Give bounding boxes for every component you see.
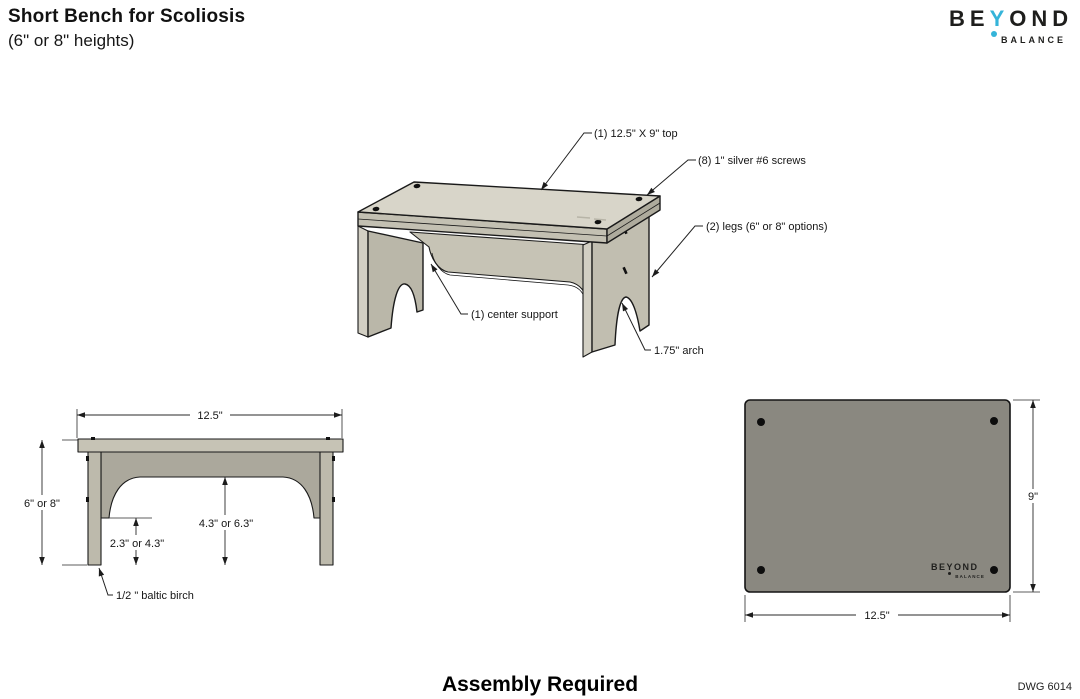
dim-arrow-icon xyxy=(745,612,753,618)
dim-top-depth: 9" xyxy=(1013,399,1043,593)
front-screw xyxy=(86,456,89,461)
logo-subtext: BALANCE xyxy=(1001,35,1066,45)
drawing-header: Short Bench for Scoliosis (6" or 8" heig… xyxy=(8,6,245,51)
drawing-number: DWG 6014 xyxy=(1018,681,1072,693)
front-center-support xyxy=(100,451,322,519)
callout-material: 1/2 " baltic birch xyxy=(98,567,194,602)
iso-screw xyxy=(635,196,643,202)
dim-front-width: 12.5" xyxy=(76,408,343,438)
top-view-screw xyxy=(990,566,998,574)
leader-legs xyxy=(651,225,703,278)
dim-arrow-icon xyxy=(77,412,85,418)
dim-arrow-icon xyxy=(1030,584,1036,592)
iso-leg-screw-mark xyxy=(622,266,628,275)
leader-top xyxy=(540,132,592,191)
front-screw xyxy=(326,437,330,440)
iso-view: (1) 12.5" X 9" top (8) 1" silver #6 scre… xyxy=(357,128,828,358)
dim-top-width-label: 12.5" xyxy=(864,610,889,622)
leader-arrow-icon xyxy=(652,269,660,277)
dim-front-height-label: 6" or 8" xyxy=(24,498,60,510)
leader-arrow-icon xyxy=(431,264,438,273)
dim-arrow-icon xyxy=(133,518,139,526)
iso-top-end-band-line xyxy=(606,202,661,237)
dim-arrow-icon xyxy=(133,557,139,565)
front-screw xyxy=(91,437,95,440)
footer: Assembly Required DWG 6014 xyxy=(442,673,1072,696)
dim-arrow-icon xyxy=(1002,612,1010,618)
top-view-plate xyxy=(744,399,1011,593)
iso-screw xyxy=(372,206,380,212)
dim-top-width: 12.5" xyxy=(744,595,1011,622)
callout-material-label: 1/2 " baltic birch xyxy=(116,590,194,602)
callout-center-support-label: (1) center support xyxy=(471,309,558,321)
front-screw xyxy=(332,497,335,502)
leader-screws xyxy=(646,159,696,196)
top-view-screw xyxy=(757,418,765,426)
engraving-wordmark: BEYOND xyxy=(931,562,979,572)
top-view-screw xyxy=(990,417,998,425)
front-left-leg xyxy=(87,451,102,566)
leader-arrow-icon xyxy=(647,187,655,195)
logo-svg: BEYOND BALANCE xyxy=(949,6,1072,45)
assembly-note: Assembly Required xyxy=(442,673,638,696)
leader-center-support xyxy=(430,263,468,315)
beyond-balance-logo: BEYOND BALANCE xyxy=(947,4,1072,55)
dim-arrow-icon xyxy=(334,412,342,418)
page-subtitle: (6" or 8" heights) xyxy=(8,31,135,50)
callout-arch-label: 1.75" arch xyxy=(654,345,704,357)
callout-top-label: (1) 12.5" X 9" top xyxy=(594,128,678,140)
iso-right-leg xyxy=(591,211,650,353)
front-top-board xyxy=(77,438,344,453)
iso-screw xyxy=(594,219,602,225)
page-title: Short Bench for Scoliosis xyxy=(8,6,246,27)
dim-arrow-icon xyxy=(39,557,45,565)
iso-left-leg-front-edge xyxy=(357,225,369,338)
iso-top-front-band-line xyxy=(357,218,608,237)
dim-arrow-icon xyxy=(222,557,228,565)
engraving-dot-icon xyxy=(948,572,951,575)
front-view: 12.5" 6" or 8" 4.3" or 6.3" 2.3" or 4.3 xyxy=(20,408,344,602)
callout-legs-label: (2) legs (6" or 8" options) xyxy=(706,221,828,233)
top-view: BEYOND BALANCE 9" 12.5" xyxy=(744,399,1043,622)
dim-arch-center-label: 4.3" or 6.3" xyxy=(199,518,253,530)
dim-arrow-icon xyxy=(39,440,45,448)
dim-front-height: 6" or 8" xyxy=(20,439,87,566)
dim-arch-end-label: 2.3" or 4.3" xyxy=(110,538,164,550)
front-screw xyxy=(332,456,335,461)
iso-center-support-thickness xyxy=(431,252,586,301)
dim-arch-end: 2.3" or 4.3" xyxy=(108,517,166,565)
leader-arrow-icon xyxy=(541,181,549,190)
leader-arch xyxy=(621,302,651,351)
leader-arrow-icon xyxy=(98,568,105,577)
iso-center-support xyxy=(409,231,593,304)
iso-callouts: (1) 12.5" X 9" top (8) 1" silver #6 scre… xyxy=(430,128,828,357)
logo-wordmark: BEYOND xyxy=(949,6,1072,31)
logo-dot-icon xyxy=(991,31,997,37)
iso-left-leg xyxy=(367,230,424,338)
dim-arch-center: 4.3" or 6.3" xyxy=(197,477,255,565)
iso-screw xyxy=(413,183,421,189)
leader-arrow-icon xyxy=(622,303,629,312)
top-view-screw xyxy=(757,566,765,574)
iso-engraving-hint xyxy=(576,216,607,221)
front-right-leg xyxy=(319,451,334,566)
engraving-subtext: BALANCE xyxy=(955,574,985,579)
dim-top-depth-label: 9" xyxy=(1028,491,1038,503)
callout-screws-label: (8) 1" silver #6 screws xyxy=(698,155,806,167)
dim-arrow-icon xyxy=(222,477,228,485)
dim-arrow-icon xyxy=(1030,400,1036,408)
top-view-engraving: BEYOND BALANCE xyxy=(931,562,985,579)
front-screw xyxy=(86,497,89,502)
iso-right-leg-front-edge xyxy=(582,240,593,358)
dim-front-width-label: 12.5" xyxy=(197,410,222,422)
